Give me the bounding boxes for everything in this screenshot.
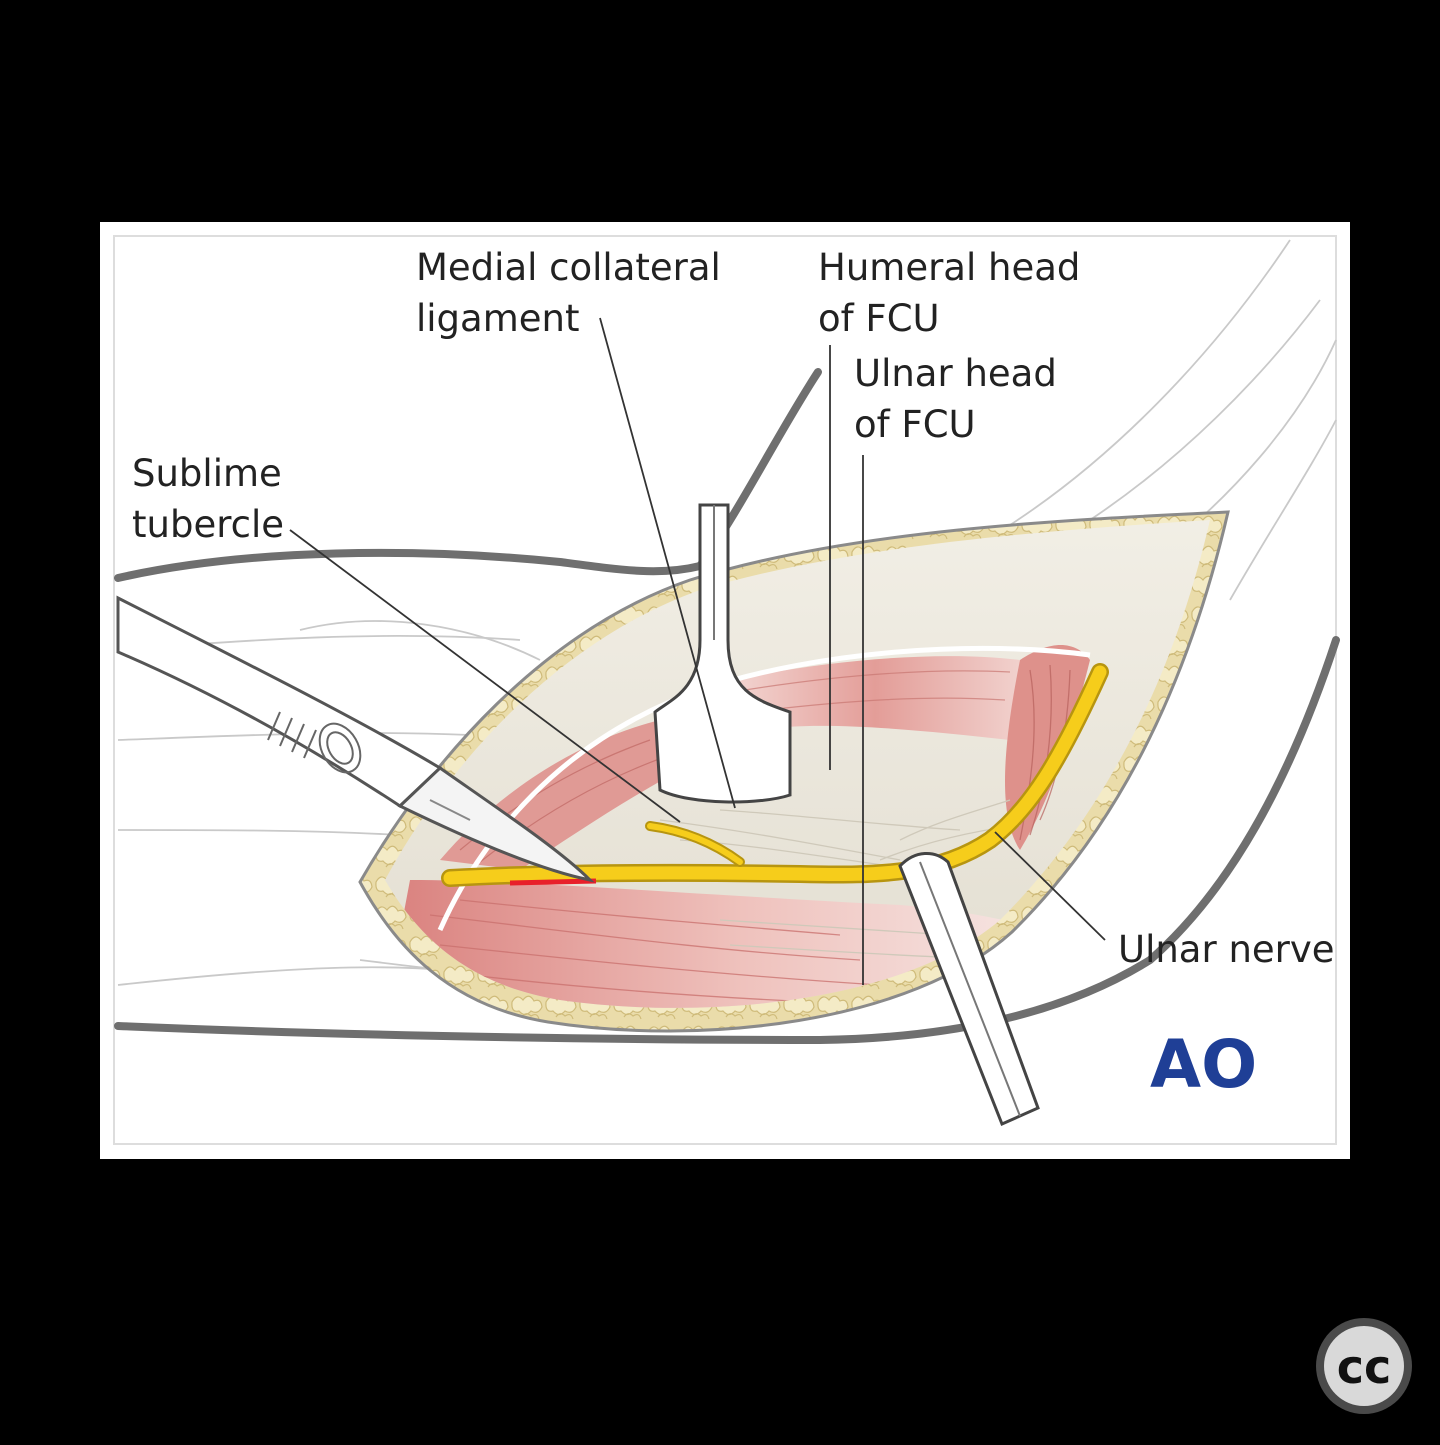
label-sublime-tubercle-1: Sublime <box>132 452 282 495</box>
incision-mark <box>509 878 597 886</box>
ao-logo: AO <box>1150 1026 1257 1103</box>
label-ulnar-head-1: Ulnar head <box>854 352 1057 395</box>
label-medial-collateral-ligament-2: ligament <box>416 297 579 340</box>
upper-retractor <box>653 503 792 804</box>
lower-retractor <box>898 852 1040 1127</box>
labels: Medial collateral ligament Humeral head … <box>132 246 1335 971</box>
label-ulnar-head-2: of FCU <box>854 403 976 446</box>
leader-lines <box>289 317 1106 985</box>
panel-inner-border <box>113 235 1337 1145</box>
label-medial-collateral-ligament-1: Medial collateral <box>416 246 721 289</box>
ulnar-nerve <box>441 663 1109 887</box>
label-humeral-head-1: Humeral head <box>818 246 1080 289</box>
scalpel <box>116 595 595 883</box>
label-sublime-tubercle-2: tubercle <box>132 503 284 546</box>
label-humeral-head-2: of FCU <box>818 297 940 340</box>
label-ulnar-nerve: Ulnar nerve <box>1118 928 1335 971</box>
cc-badge[interactable]: cc <box>1316 1318 1412 1414</box>
cc-badge-text: cc <box>1337 1340 1392 1394</box>
